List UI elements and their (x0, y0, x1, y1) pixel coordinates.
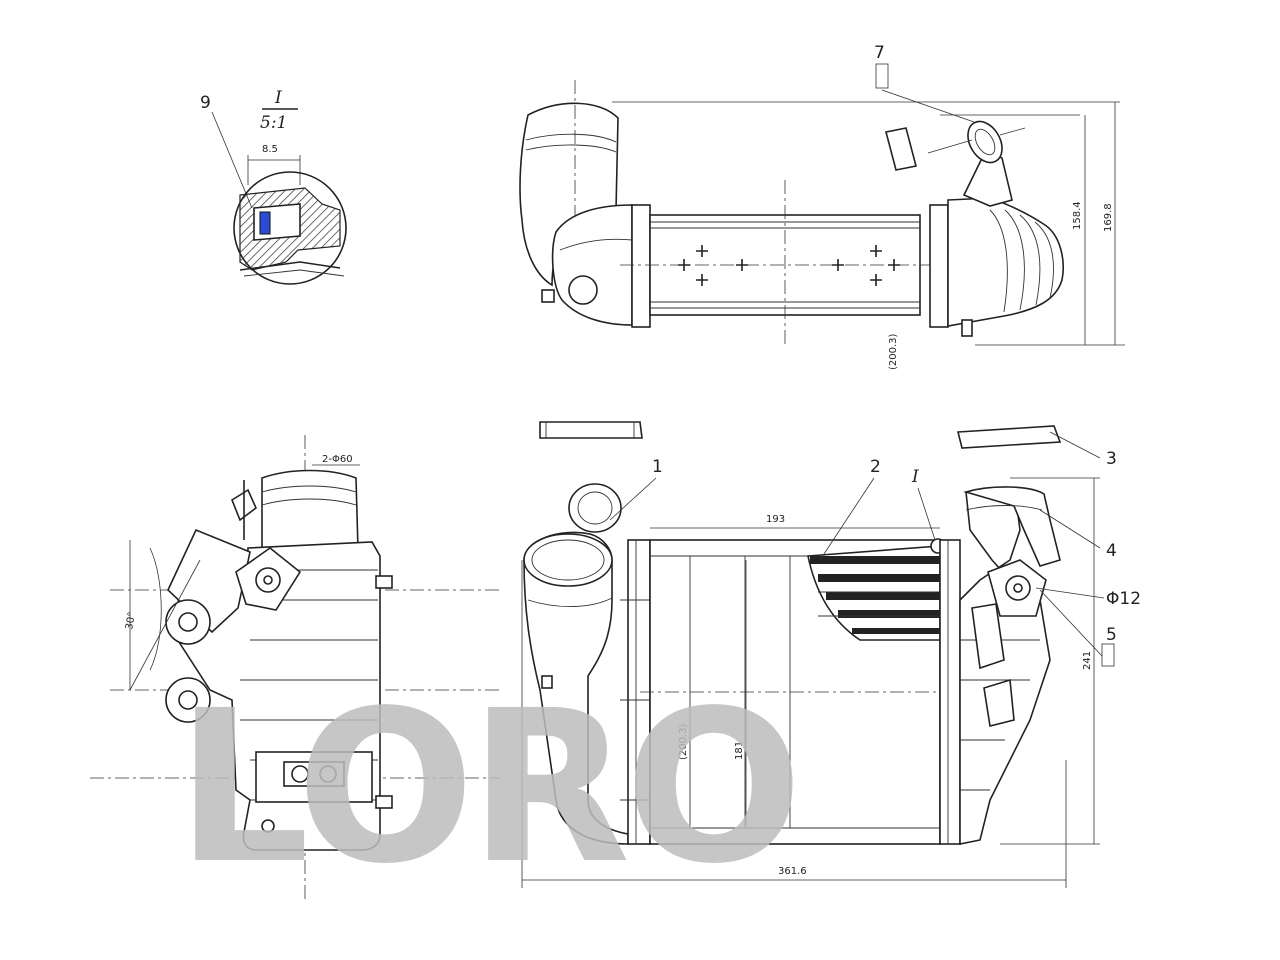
dim-right-height: 241 (1082, 651, 1093, 670)
dim-overall-width: 361.6 (778, 866, 807, 877)
dim-core-height-ref: (200.3) (678, 723, 689, 760)
dim-core-width: 193 (766, 514, 785, 525)
detail-dimension: 8.5 (262, 144, 278, 155)
dim-side-diameter: 2-Φ60 (322, 454, 353, 465)
dim-top-height-a: 158.4 (1072, 201, 1083, 230)
detail-scale: 5:1 (260, 113, 287, 133)
tube-section (810, 556, 940, 634)
callout-2: 2 (870, 457, 881, 477)
callout-5: 5 (1106, 625, 1117, 645)
callout-9: 9 (200, 93, 211, 113)
callout-1: 1 (652, 457, 663, 477)
callout-4: 4 (1106, 541, 1117, 561)
dim-hole: Φ12 (1106, 589, 1141, 609)
dim-core-height: 181 (734, 741, 745, 760)
callout-3: 3 (1106, 449, 1117, 469)
core-marks (678, 245, 900, 286)
callout-7: 7 (874, 43, 885, 63)
core-ref-label: (200.3) (888, 333, 899, 370)
front-view: 3 1 (521, 421, 1141, 888)
top-view: 7 158.4 169.8 (200.3) (519, 43, 1125, 370)
detail-title: I (274, 88, 282, 108)
detail-marker-front: I (911, 467, 919, 487)
dim-top-height-b: 169.8 (1103, 203, 1114, 232)
dim-angle: 30° (124, 611, 138, 630)
watermark-logo: LORO (176, 665, 797, 910)
gasket-left (539, 421, 643, 439)
side-view: 2-Φ60 30° (90, 435, 500, 900)
gasket-right (956, 425, 1062, 449)
detail-view-i: I 5:1 8.5 9 (200, 88, 347, 285)
